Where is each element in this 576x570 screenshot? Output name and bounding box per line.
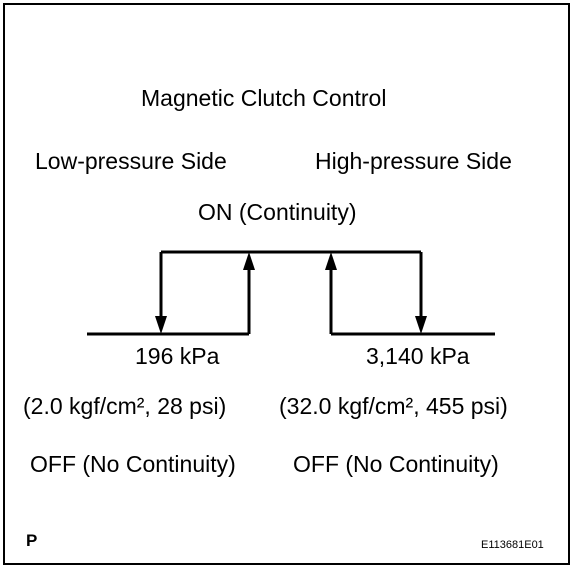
diagram-title: Magnetic Clutch Control (141, 85, 387, 111)
high-side-up-arrow-icon (325, 252, 337, 270)
high-pressure-value: 3,140 kPa (366, 343, 470, 369)
low-pressure-value: 196 kPa (135, 343, 220, 369)
low-pressure-side-label: Low-pressure Side (35, 148, 227, 174)
low-side-up-arrow-icon (243, 252, 255, 270)
high-pressure-side-label: High-pressure Side (315, 148, 512, 174)
low-pressure-alt-units: (2.0 kgf/cm², 28 psi) (23, 393, 227, 419)
high-pressure-alt-units: (32.0 kgf/cm², 455 psi) (279, 393, 508, 419)
figure-code-label: E113681E01 (481, 539, 544, 551)
high-side-down-arrow-icon (415, 316, 427, 334)
off-no-continuity-right-label: OFF (No Continuity) (293, 451, 499, 477)
on-continuity-label: ON (Continuity) (198, 199, 357, 225)
corner-letter-label: P (26, 531, 38, 550)
figure-frame (3, 3, 570, 565)
low-side-down-arrow-icon (155, 316, 167, 334)
off-no-continuity-left-label: OFF (No Continuity) (30, 451, 236, 477)
